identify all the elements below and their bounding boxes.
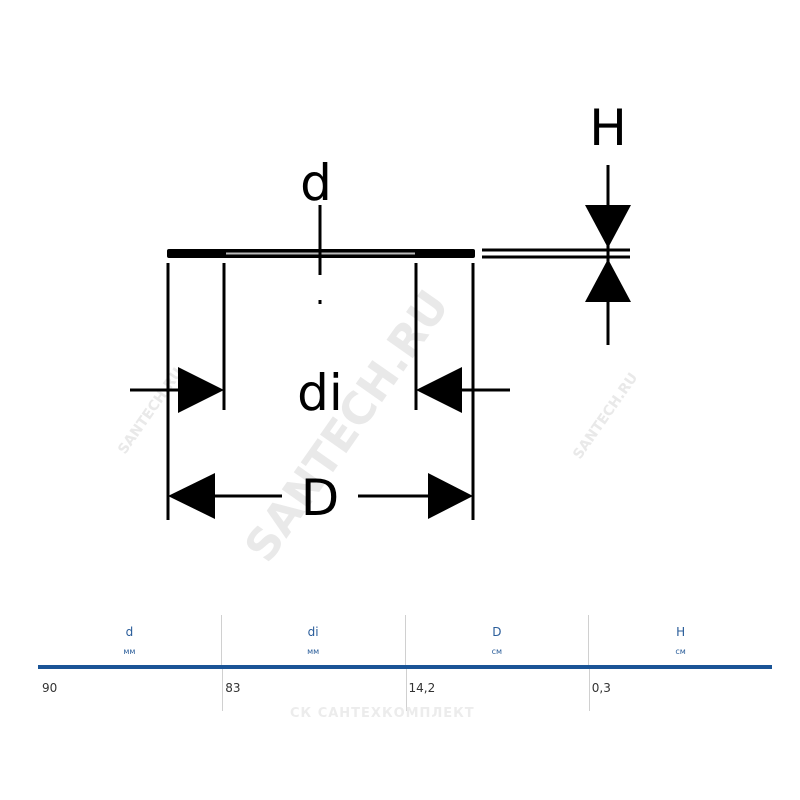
header-name: H xyxy=(676,625,686,639)
value-di: 83 xyxy=(222,669,405,711)
label-H: H xyxy=(589,99,627,157)
label-di: di xyxy=(297,364,343,422)
di-dimension xyxy=(130,367,510,413)
label-D: D xyxy=(301,469,340,527)
header-d: d мм xyxy=(38,615,221,665)
value-H: 0,3 xyxy=(588,669,772,711)
plate-edge-view xyxy=(482,248,630,259)
header-unit: см xyxy=(675,647,686,656)
value-d: 90 xyxy=(42,681,58,695)
watermark-small: SANTECH.RU xyxy=(570,370,641,462)
footer-logo: СК САНТЕХКОМПЛЕКТ xyxy=(290,706,475,721)
watermark-small-left: SANTECH.RU xyxy=(115,365,186,457)
gasket-drawing: SANTECH.RU SANTECH.RU SANTECH.RU d H di … xyxy=(115,99,641,572)
header-di: di мм xyxy=(220,615,405,665)
header-unit: мм xyxy=(123,647,136,656)
D-dimension xyxy=(168,473,473,519)
H-dimension xyxy=(585,165,631,345)
value-D: 14,2 xyxy=(405,669,589,711)
header-name: D xyxy=(492,625,502,639)
header-name: d xyxy=(125,625,134,639)
header-unit: мм xyxy=(307,647,320,656)
header-name: di xyxy=(307,625,319,639)
header-divider xyxy=(38,665,772,669)
table-row: 90 83 14,2 0,3 xyxy=(38,669,772,711)
watermark: SANTECH.RU xyxy=(235,282,459,572)
header-unit: см xyxy=(491,647,503,656)
label-d: d xyxy=(300,154,332,212)
